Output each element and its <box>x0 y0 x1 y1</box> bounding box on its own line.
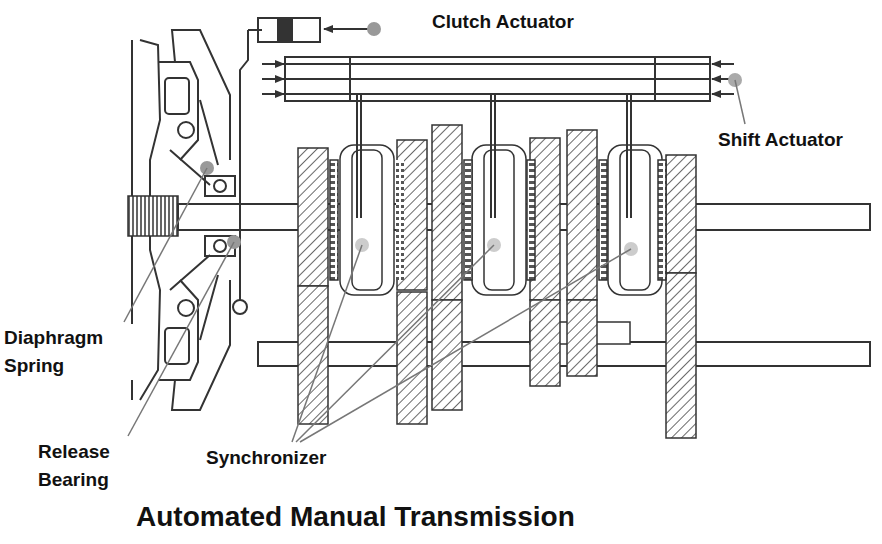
actuator-label: Clutch Actuator <box>430 8 576 36</box>
shift-forks <box>357 94 631 218</box>
leader-lines <box>124 80 745 442</box>
diagram-caption: Automated Manual Transmission <box>136 500 575 534</box>
shift-rails <box>262 57 734 101</box>
actuator-label: Shift Actuator <box>716 126 845 154</box>
part-label: Synchronizer <box>204 444 328 472</box>
synchronizers <box>330 145 666 295</box>
part-label: Release Bearing <box>36 438 140 494</box>
part-label: Diaphragm Spring <box>2 324 134 380</box>
